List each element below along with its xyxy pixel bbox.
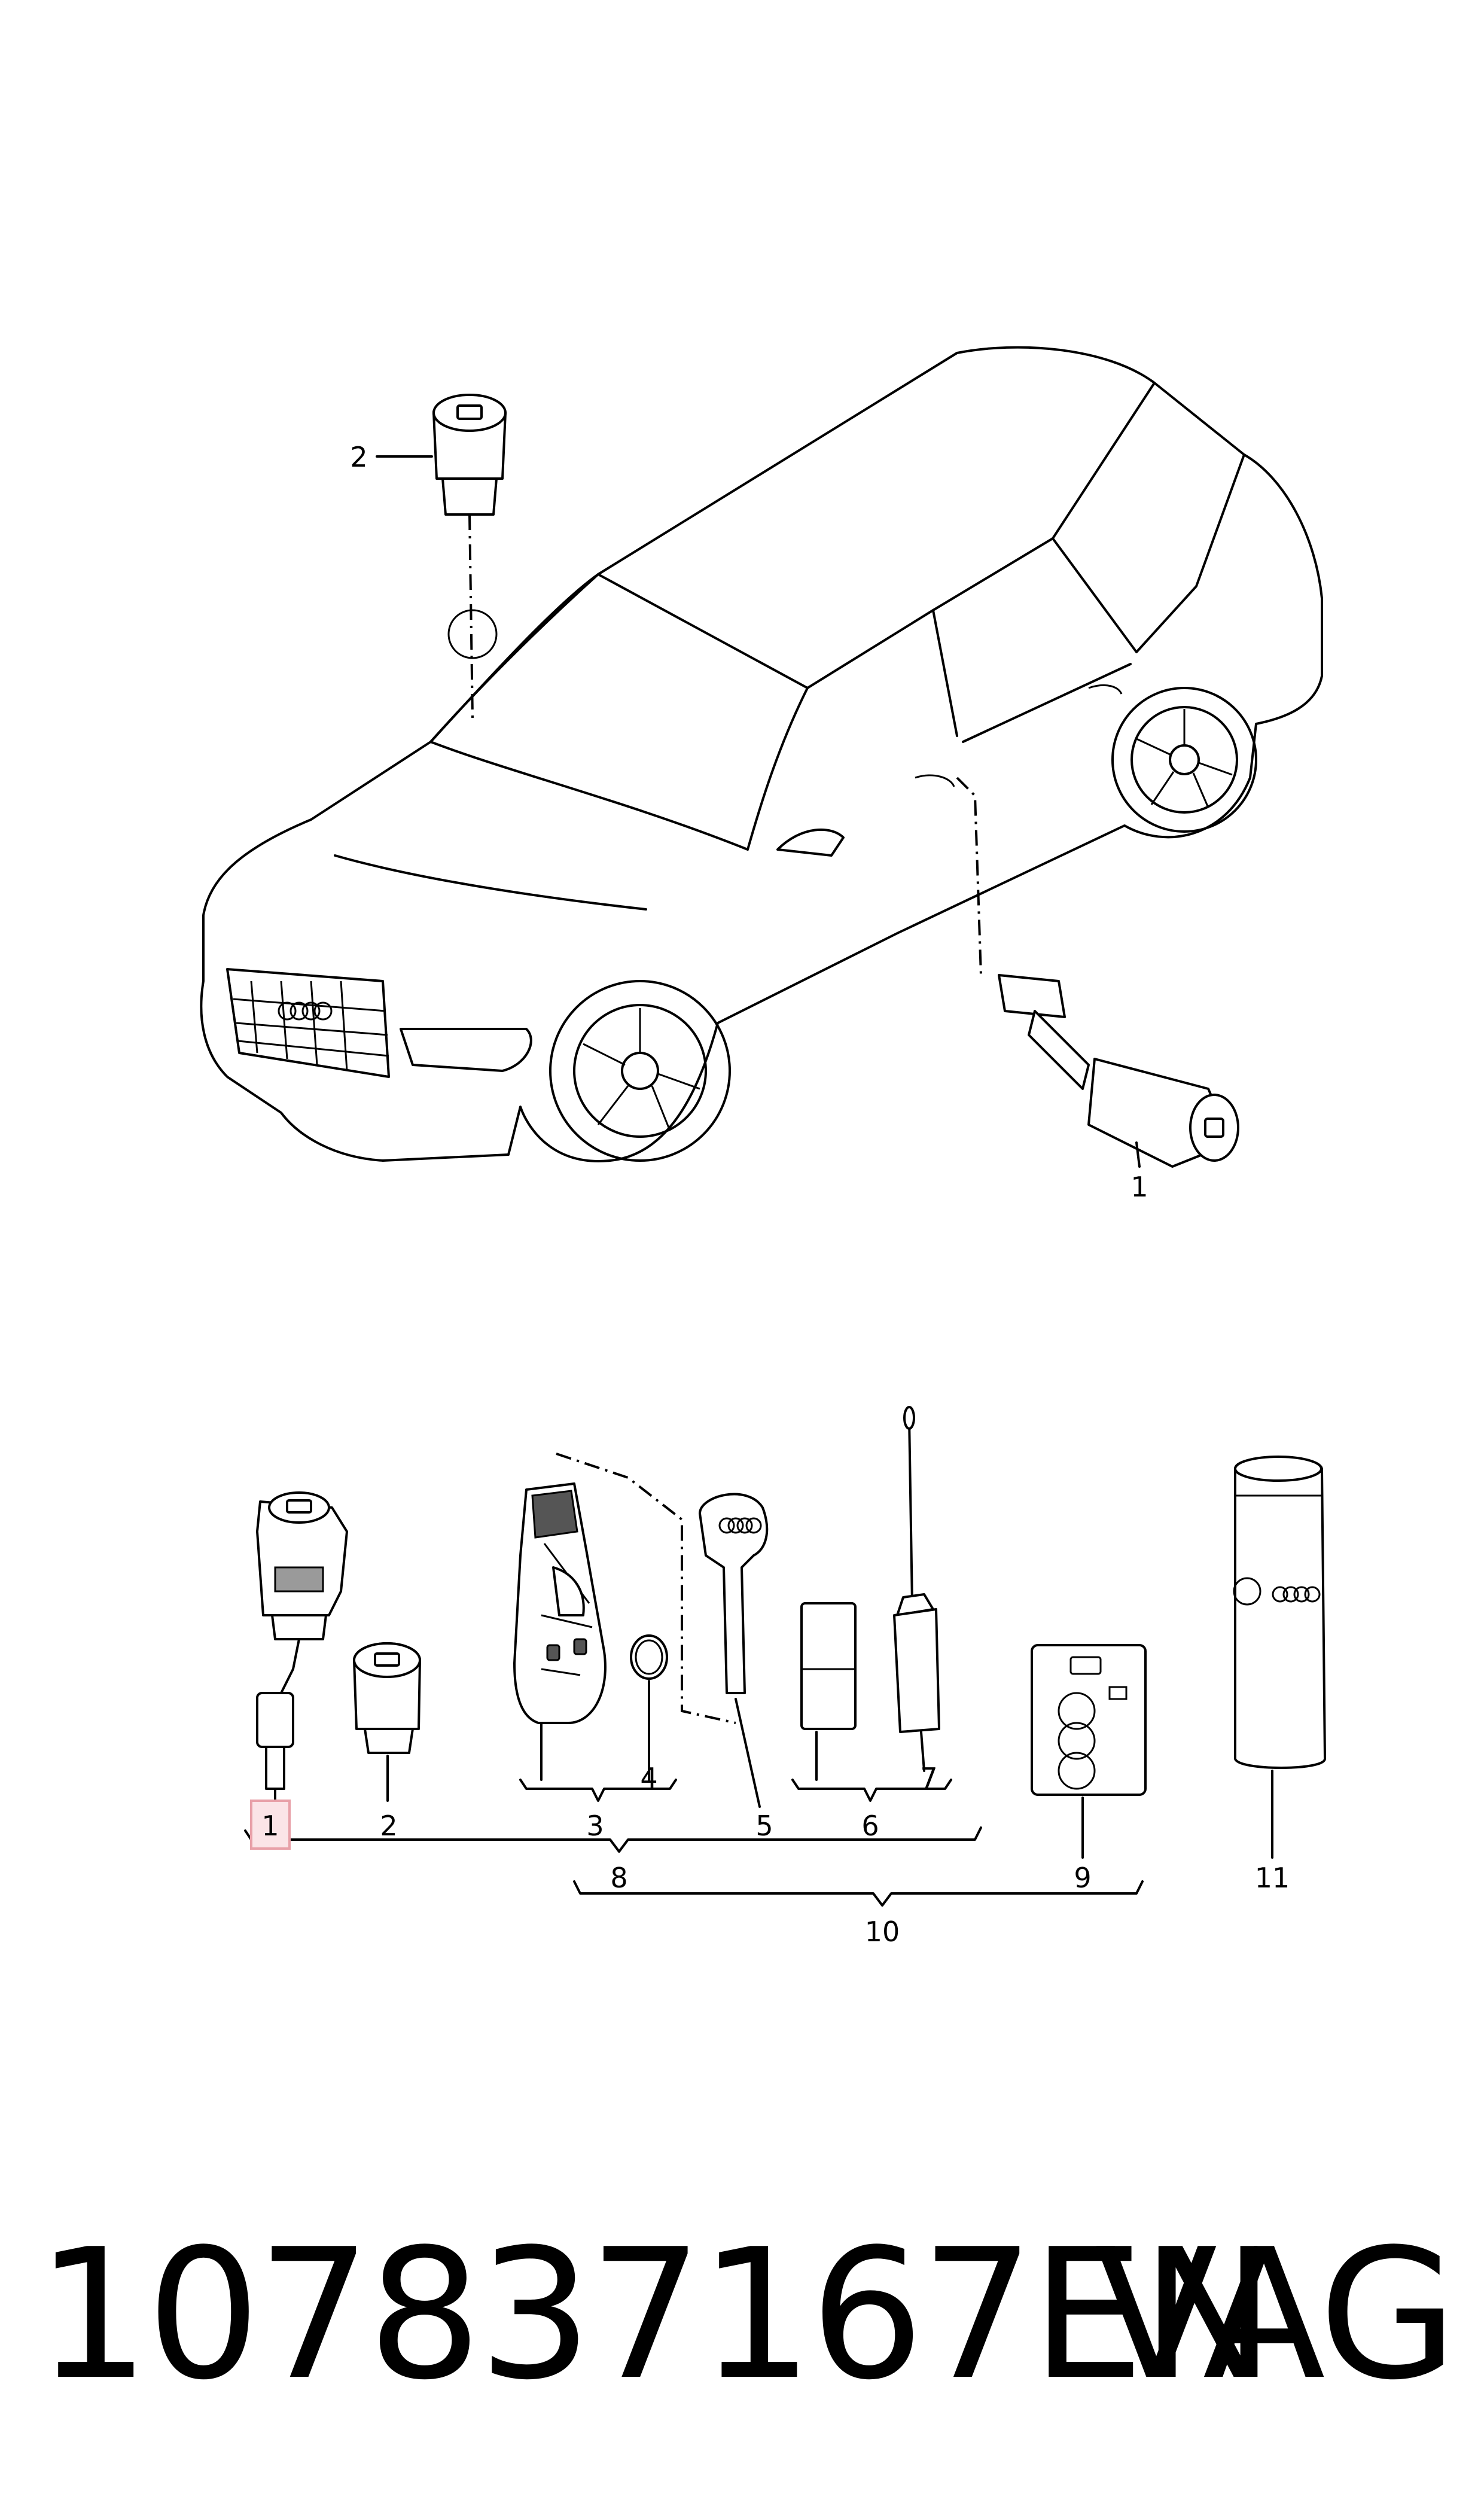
callout-7: 7	[920, 1762, 937, 1794]
callout-top-2: 2	[350, 441, 367, 473]
leader-lines	[274, 1680, 1273, 1859]
part-11-spray-can	[1233, 1456, 1326, 1769]
callout-9: 9	[1074, 1862, 1091, 1894]
group-brackets	[244, 1779, 1144, 1907]
callout-2: 2	[380, 1810, 397, 1842]
part-7-tag-antenna	[893, 1406, 940, 1733]
callout-1: 1	[261, 1810, 279, 1842]
part-number: 107837167EN	[36, 2211, 1275, 2419]
brand-code: VAG	[1095, 2211, 1458, 2419]
callout-8: 8	[610, 1862, 627, 1894]
part-5-key-blade	[699, 1493, 769, 1694]
part-9-info-card	[1031, 1644, 1147, 1796]
part-1-lock-cylinder	[256, 1491, 348, 1790]
part-6-card	[800, 1602, 857, 1730]
callout-10: 10	[865, 1916, 900, 1948]
callout-6: 6	[861, 1810, 879, 1842]
top-part-1-lock-assembly	[956, 777, 1239, 1168]
part-3-remote-key	[513, 1482, 607, 1724]
part-2-lock-cap	[353, 1642, 421, 1754]
top-part-2-lock-cap	[376, 394, 507, 718]
callout-3: 3	[586, 1810, 604, 1842]
callout-4: 4	[640, 1762, 657, 1794]
callout-5: 5	[755, 1810, 773, 1842]
callout-top-1: 1	[1130, 1171, 1148, 1203]
callout-1-highlight	[250, 1800, 291, 1850]
front-wheel	[549, 980, 731, 1162]
car-illustration	[200, 346, 1323, 1162]
part-4-battery	[630, 1634, 668, 1680]
rear-wheel	[1111, 687, 1257, 833]
callout-11: 11	[1255, 1862, 1290, 1894]
